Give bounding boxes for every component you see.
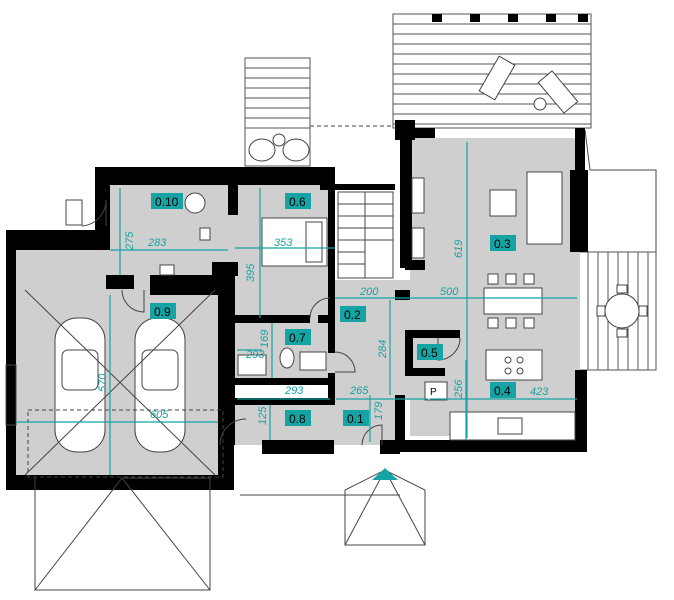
dim-label-125: 125 <box>257 406 269 425</box>
terrace-table-icon <box>596 284 648 338</box>
dim-label-605: 605 <box>150 409 169 421</box>
room-label-0-1: 0.1 <box>347 412 364 426</box>
room-tag-0-2: 0.2 <box>340 306 366 322</box>
pantry-marker: P <box>430 387 437 398</box>
dim-label-265: 265 <box>349 385 369 397</box>
room-tag-0-3: 0.3 <box>490 235 516 251</box>
dim-label-256: 256 <box>453 379 465 399</box>
furniture <box>65 171 576 441</box>
room-label-0-7: 0.7 <box>289 331 306 345</box>
garden-chairs-icon <box>248 133 310 162</box>
dim-label-570: 570 <box>97 373 109 392</box>
door-swings <box>81 199 461 446</box>
entrance-canopy <box>344 469 426 546</box>
room-label-0-4: 0.4 <box>494 384 511 398</box>
room-tag-0-10: 0.10 <box>151 193 183 209</box>
room-tag-0-8: 0.8 <box>285 410 311 426</box>
dim-label-200: 200 <box>359 286 379 298</box>
garage-door-line <box>27 409 224 478</box>
room-label-0-2: 0.2 <box>344 308 361 322</box>
entrance-arrow-icon <box>372 468 398 480</box>
window-icon <box>5 364 17 426</box>
dim-label-169: 169 <box>259 330 271 348</box>
room-tag-0-6: 0.6 <box>285 193 311 209</box>
room-label-0-5: 0.5 <box>421 346 438 360</box>
room-tag-0-7: 0.7 <box>285 329 311 345</box>
dim-label-395: 395 <box>245 263 257 282</box>
car-icon <box>24 289 216 476</box>
roof-outline <box>584 129 657 252</box>
driveway-outline <box>34 477 211 591</box>
room-label-0-10: 0.10 <box>155 195 179 209</box>
room-label-0-3: 0.3 <box>494 237 511 251</box>
room-tag-0-9: 0.9 <box>150 303 176 319</box>
room-label-0-9: 0.9 <box>154 305 171 319</box>
room-label-0-6: 0.6 <box>289 195 306 209</box>
sun-lounger-icon <box>478 55 579 114</box>
dimension-lines <box>16 142 577 475</box>
dim-label-179: 179 <box>373 402 385 420</box>
dim-label-284: 284 <box>377 340 389 359</box>
dim-label-283: 283 <box>147 237 167 249</box>
dim-label-619: 619 <box>453 240 465 258</box>
dim-label-275: 275 <box>124 231 136 251</box>
staircase <box>337 191 394 279</box>
room-tag-0-4: 0.4 <box>490 382 516 398</box>
dim-label-353: 353 <box>274 237 293 249</box>
room-tag-0-5: 0.5 <box>417 344 443 360</box>
dim-label-293-bottom: 293 <box>284 385 304 397</box>
room-label-0-8: 0.8 <box>289 412 306 426</box>
walls <box>6 120 588 490</box>
dim-label-293-top: 293 <box>245 349 265 361</box>
dim-label-423: 423 <box>530 386 549 398</box>
room-tag-0-1: 0.1 <box>343 410 369 426</box>
dim-label-500: 500 <box>440 286 459 298</box>
